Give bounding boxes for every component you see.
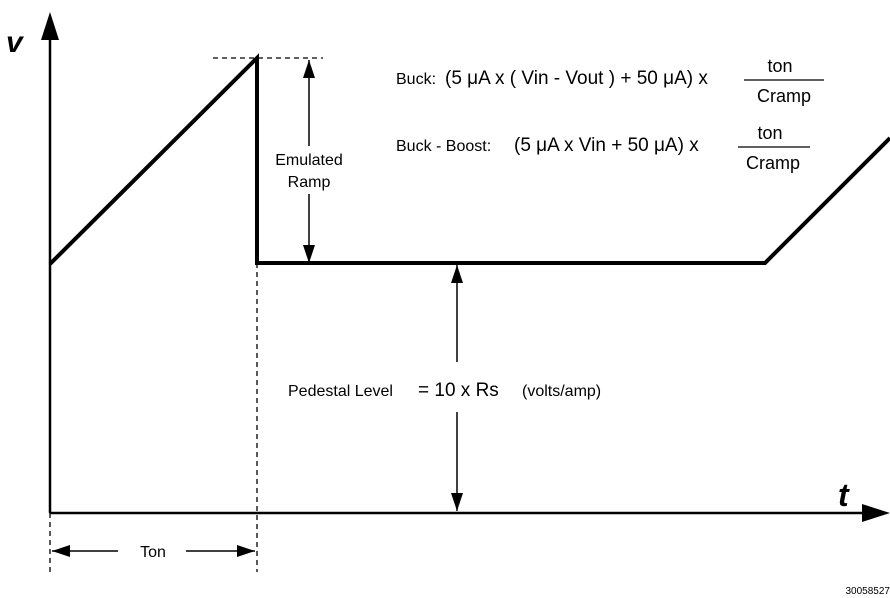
x-axis-label: t: [838, 477, 850, 513]
buck-formula-denominator: Cramp: [757, 86, 811, 106]
buck-boost-formula-expression: (5 μA x Vin + 50 μA) x: [514, 135, 699, 156]
buck-boost-formula-denominator: Cramp: [746, 153, 800, 173]
pedestal-arrow-bottom-icon: [451, 493, 463, 511]
ton-arrow-left-icon: [52, 545, 70, 557]
pedestal-level-text: Pedestal Level: [288, 383, 393, 400]
pedestal-level-equation: = 10 x Rs: [418, 380, 499, 401]
emulated-ramp-arrow-top-icon: [303, 60, 315, 78]
emulated-ramp-arrow-bottom-icon: [303, 245, 315, 263]
pedestal-level-units: (volts/amp): [522, 383, 601, 400]
y-axis-label: v: [6, 26, 25, 59]
buck-formula-expression: (5 μA x ( Vin - Vout ) + 50 μA) x: [445, 68, 708, 89]
buck-boost-formula-numerator: ton: [757, 123, 782, 143]
pedestal-arrow-top-icon: [451, 265, 463, 283]
ton-arrow-right-icon: [237, 545, 255, 557]
figure-id: 30058527: [846, 586, 890, 597]
emulated-ramp-label-bg: [266, 146, 352, 194]
buck-formula-numerator: ton: [767, 56, 792, 76]
buck-boost-formula-prefix: Buck - Boost:: [396, 138, 491, 155]
emulated-ramp-label-line2: Ramp: [288, 174, 331, 191]
y-axis-arrow-icon: [41, 12, 59, 40]
emulated-ramp-label-line1: Emulated: [275, 152, 343, 169]
ton-label: Ton: [140, 544, 166, 561]
x-axis-arrow-icon: [862, 504, 890, 522]
buck-formula-prefix: Buck:: [396, 71, 436, 88]
